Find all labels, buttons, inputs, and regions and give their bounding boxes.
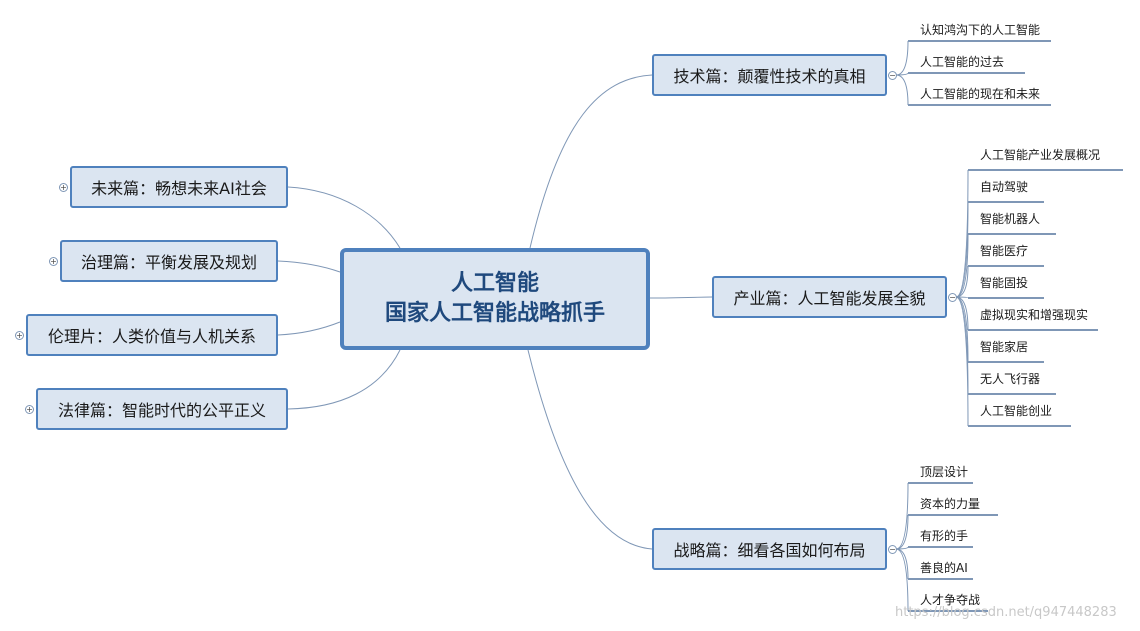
subtopic-industry-5[interactable]: 智能固投 <box>980 276 1029 290</box>
link-industry <box>649 296 713 299</box>
link-strategy <box>527 349 653 550</box>
industry-branch-9 <box>955 296 969 427</box>
topic-ethics-label: 伦理片：人类价值与人机关系 <box>47 327 256 346</box>
topic-future-label: 未来篇：畅想未来AI社会 <box>91 179 267 198</box>
subtopic-industry-7[interactable]: 智能家居 <box>980 340 1029 354</box>
collapse-industry-icon[interactable]: − <box>948 293 957 302</box>
collapse-technology-icon[interactable]: − <box>888 71 897 80</box>
topic-ethics[interactable]: 伦理片：人类价值与人机关系 <box>26 314 278 356</box>
topic-future[interactable]: 未来篇：畅想未来AI社会 <box>70 166 288 208</box>
topic-governance[interactable]: 治理篇：平衡发展及规划 <box>60 240 278 282</box>
subtopic-tech-1[interactable]: 认知鸿沟下的人工智能 <box>920 23 1041 37</box>
subtopic-tech-2[interactable]: 人工智能的过去 <box>920 55 1005 69</box>
topic-governance-label: 治理篇：平衡发展及规划 <box>80 253 257 272</box>
watermark: https://blog.csdn.net/q947448283 <box>895 605 1117 620</box>
subtopic-strategy-3[interactable]: 有形的手 <box>920 529 969 543</box>
industry-branch-1 <box>955 169 969 298</box>
subtopic-industry-8[interactable]: 无人飞行器 <box>980 372 1041 386</box>
expand-law-icon[interactable]: + <box>25 405 34 414</box>
subtopic-industry-6[interactable]: 虚拟现实和增强现实 <box>980 308 1089 322</box>
link-ethics <box>277 321 341 336</box>
expand-ethics-icon[interactable]: + <box>15 331 24 340</box>
link-law <box>287 349 401 410</box>
collapse-strategy-icon[interactable]: − <box>888 545 897 554</box>
subtopic-industry-3[interactable]: 智能机器人 <box>980 212 1041 226</box>
topic-law-label: 法律篇：智能时代的公平正义 <box>57 401 266 420</box>
subtopic-strategy-1[interactable]: 顶层设计 <box>920 465 969 479</box>
tech-branch-3 <box>895 74 909 106</box>
subtopic-industry-9[interactable]: 人工智能创业 <box>980 404 1053 418</box>
tech-branch-1 <box>895 40 909 76</box>
subtopic-industry-4[interactable]: 智能医疗 <box>980 244 1029 258</box>
expand-governance-icon[interactable]: + <box>49 257 58 266</box>
topic-industry[interactable]: 产业篇：人工智能发展全貌 <box>712 276 947 318</box>
link-technology <box>529 74 653 249</box>
subtopic-industry-2[interactable]: 自动驾驶 <box>980 180 1029 194</box>
central-topic-line1: 人工智能 <box>450 271 539 296</box>
expand-future-icon[interactable]: + <box>59 183 68 192</box>
subtopic-strategy-4[interactable]: 善良的AI <box>920 561 968 575</box>
topic-technology-label: 技术篇：颠覆性技术的真相 <box>673 67 866 86</box>
central-topic-line2: 国家人工智能战略抓手 <box>384 301 605 326</box>
subtopic-tech-3[interactable]: 人工智能的现在和未来 <box>920 87 1041 101</box>
central-topic[interactable]: 人工智能 国家人工智能战略抓手 <box>340 248 650 350</box>
link-future <box>287 186 401 249</box>
subtopic-strategy-5[interactable]: 人才争夺战 <box>920 593 981 607</box>
topic-technology[interactable]: 技术篇：颠覆性技术的真相 <box>652 54 887 96</box>
strategy-branch-5 <box>895 548 909 612</box>
link-governance <box>277 260 341 273</box>
subtopic-industry-1[interactable]: 人工智能产业发展概况 <box>980 148 1101 162</box>
topic-strategy[interactable]: 战略篇：细看各国如何布局 <box>652 528 887 570</box>
subtopic-strategy-2[interactable]: 资本的力量 <box>920 497 981 511</box>
strategy-branch-1 <box>895 482 909 550</box>
topic-industry-label: 产业篇：人工智能发展全貌 <box>733 289 926 308</box>
topic-law[interactable]: 法律篇：智能时代的公平正义 <box>36 388 288 430</box>
topic-strategy-label: 战略篇：细看各国如何布局 <box>673 541 866 560</box>
